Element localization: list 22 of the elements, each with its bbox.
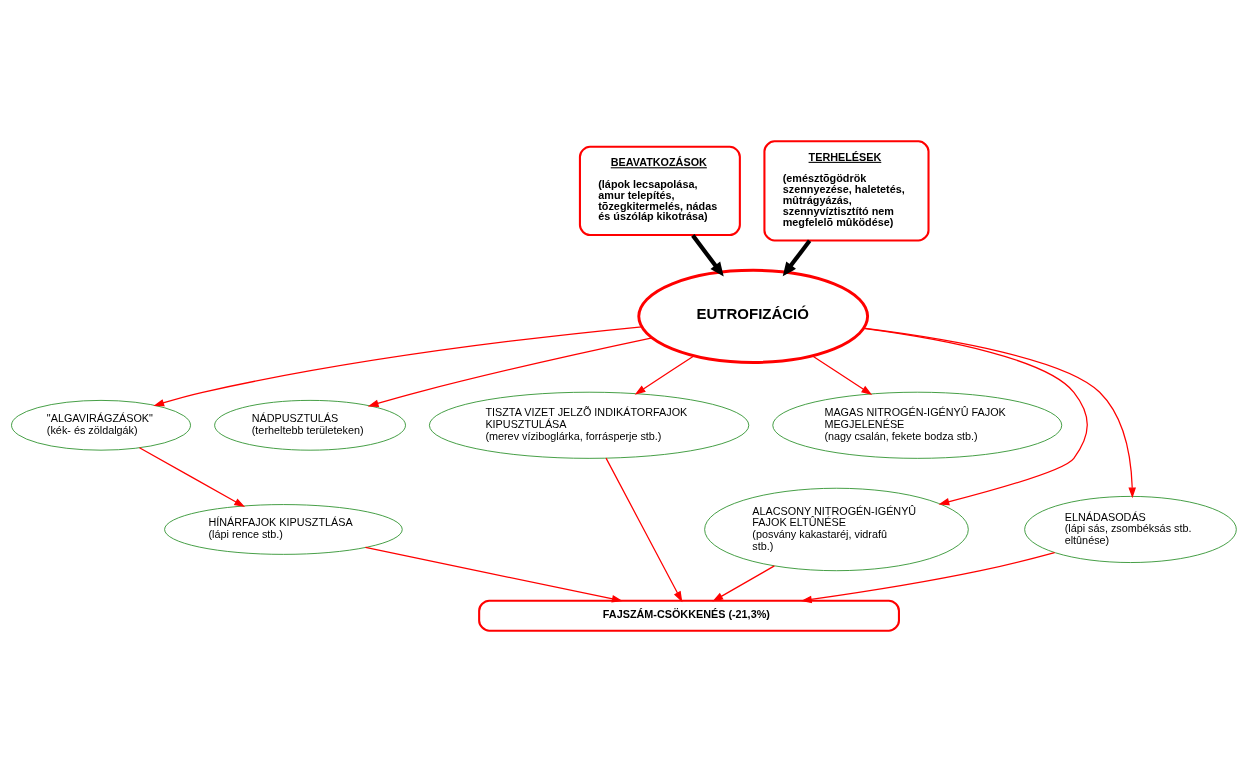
arrow: [862, 327, 1137, 499]
arrow: [605, 457, 683, 603]
node-ellipse: EUTROFIZÁCIÓ: [637, 268, 870, 364]
node-ellipse: MAGAS NITROGÉN-IGÉNYÛ FAJOK MEGJELENÉSE (nagy csalán, fekete bodza stb.): [772, 391, 1063, 459]
arrow: [138, 447, 246, 508]
node-ellipse: ALACSONY NITROGÉN-IGÉNYÛ FAJOK ELTÛNÉSE (posvány kakastaréj, vidrafû stb.): [704, 487, 969, 572]
arrow: [800, 551, 1056, 604]
node-ellipse: ELNÁDASODÁS (lápi sás, zsombéksás stb. eltûnése): [1024, 496, 1237, 563]
arrow: [712, 565, 775, 602]
arrow: [811, 355, 873, 395]
arrow: [634, 355, 695, 395]
arrow: [691, 234, 724, 277]
arrow: [367, 337, 653, 407]
arrow: [782, 239, 812, 277]
node-box: TERHELÉSEK (emésztõgödrök szennyezése, haletetés, mûtrágyázás, szennyvíztisztító nem megfelelõ mûködése): [763, 140, 930, 242]
node-ellipse: HÍNÁRFAJOK KIPUSZTLÁSA (lápi rence stb.): [164, 504, 403, 555]
arrow: [364, 546, 623, 603]
arrow: [153, 326, 643, 407]
node-box: FAJSZÁM-CSÖKKENÉS (-21,3%): [478, 599, 900, 632]
arrow: [862, 327, 1088, 506]
node-box: BEAVATKOZÁSOK (lápok lecsapolása, amur telepítés, tõzegkitermelés, nádas és úszóláp kikotrása): [578, 145, 741, 237]
node-ellipse: TISZTA VIZET JELZÕ INDIKÁTORFAJOK KIPUSZTULÁSA (merev víziboglárka, forrásperje stb.): [428, 391, 750, 459]
